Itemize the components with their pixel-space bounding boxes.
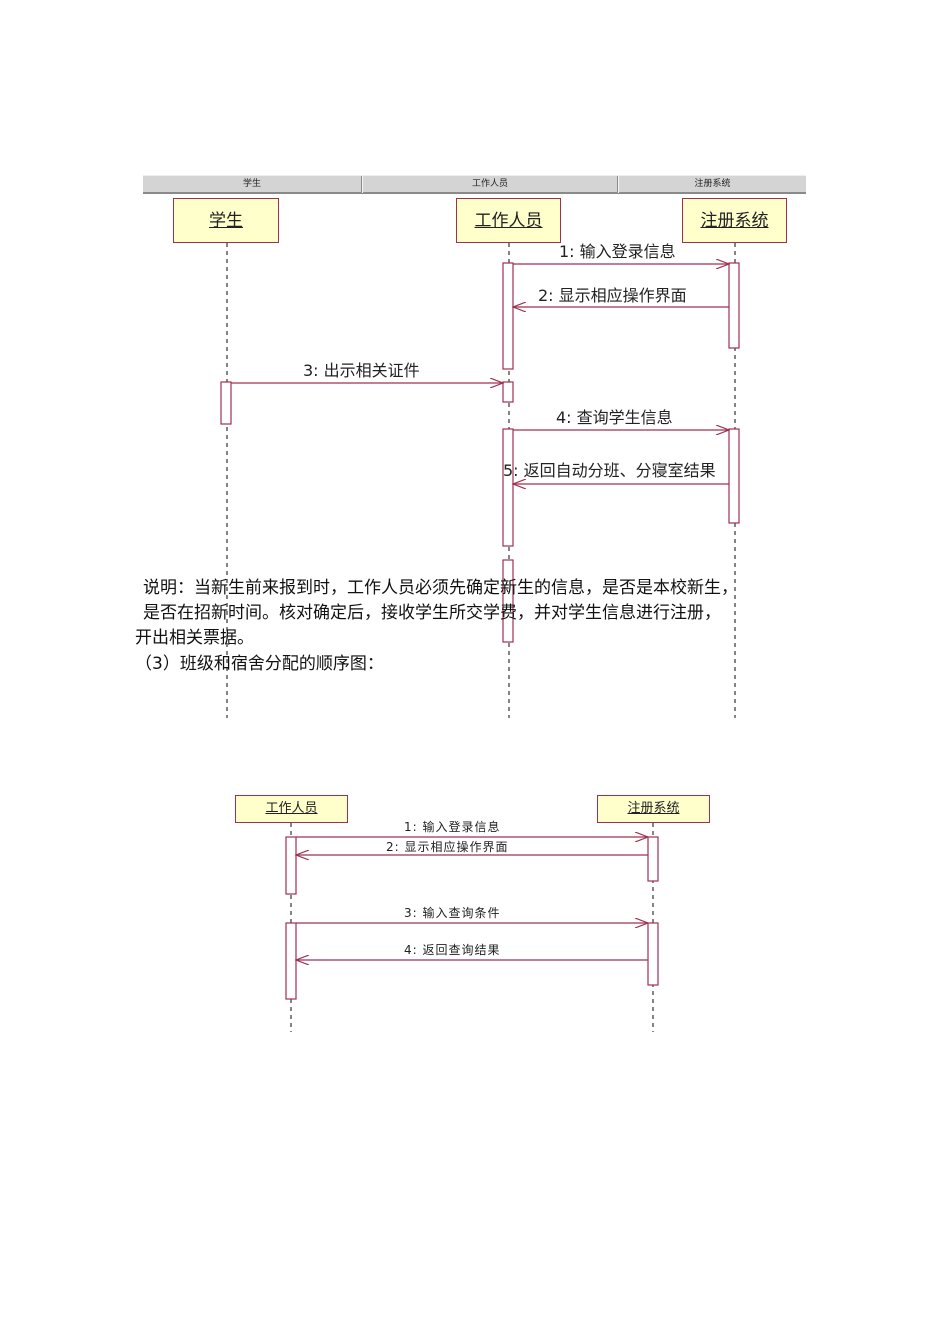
- header-label-system: 注册系统: [694, 179, 731, 189]
- header-separator: [361, 176, 363, 193]
- actor-registration-system: 注册系统: [682, 198, 787, 243]
- message-label-3: 3: 出示相关证件: [303, 361, 420, 380]
- actor-student: 学生: [173, 198, 279, 243]
- activation-staff: [502, 381, 514, 403]
- header-label-staff: 工作人员: [471, 179, 508, 189]
- header-separator: [617, 176, 619, 193]
- activation-staff-2: [285, 922, 297, 1000]
- activation-student: [220, 381, 232, 425]
- actor-staff: 工作人员: [456, 198, 561, 243]
- message-label-1: 1: 输入登录信息: [559, 242, 676, 261]
- activation-system-2: [647, 922, 659, 986]
- activation-staff: [502, 559, 514, 643]
- description-line-3: 开出相关票据。: [135, 628, 254, 648]
- activation-staff-2: [285, 836, 297, 895]
- message-label-5: 5: 返回自动分班、分寝室结果: [503, 461, 716, 480]
- activation-system: [728, 262, 740, 349]
- activation-system-2: [647, 836, 659, 882]
- message-label-2-2: 2: 显示相应操作界面: [386, 840, 509, 854]
- actor-staff-2: 工作人员: [235, 795, 348, 823]
- diagram1-header-bar: 学生 工作人员 注册系统: [143, 175, 806, 194]
- activation-system: [728, 428, 740, 524]
- activation-staff: [502, 262, 514, 370]
- actor-registration-system-2: 注册系统: [597, 795, 710, 823]
- message-label-2-3: 3: 输入查询条件: [404, 906, 501, 920]
- activation-staff: [502, 428, 514, 547]
- description-line-1: 说明：当新生前来报到时，工作人员必须先确定新生的信息，是否是本校新生，: [143, 578, 738, 598]
- description-line-2: 是否在招新时间。核对确定后，接收学生所交学费，并对学生信息进行注册，: [143, 603, 721, 623]
- message-label-2-4: 4: 返回查询结果: [404, 943, 501, 957]
- message-label-2-1: 1: 输入登录信息: [404, 820, 501, 834]
- section-title: （3）班级和宿舍分配的顺序图：: [135, 654, 384, 674]
- header-label-student: 学生: [242, 179, 261, 189]
- message-label-4: 4: 查询学生信息: [556, 408, 673, 427]
- message-label-2: 2: 显示相应操作界面: [538, 286, 687, 305]
